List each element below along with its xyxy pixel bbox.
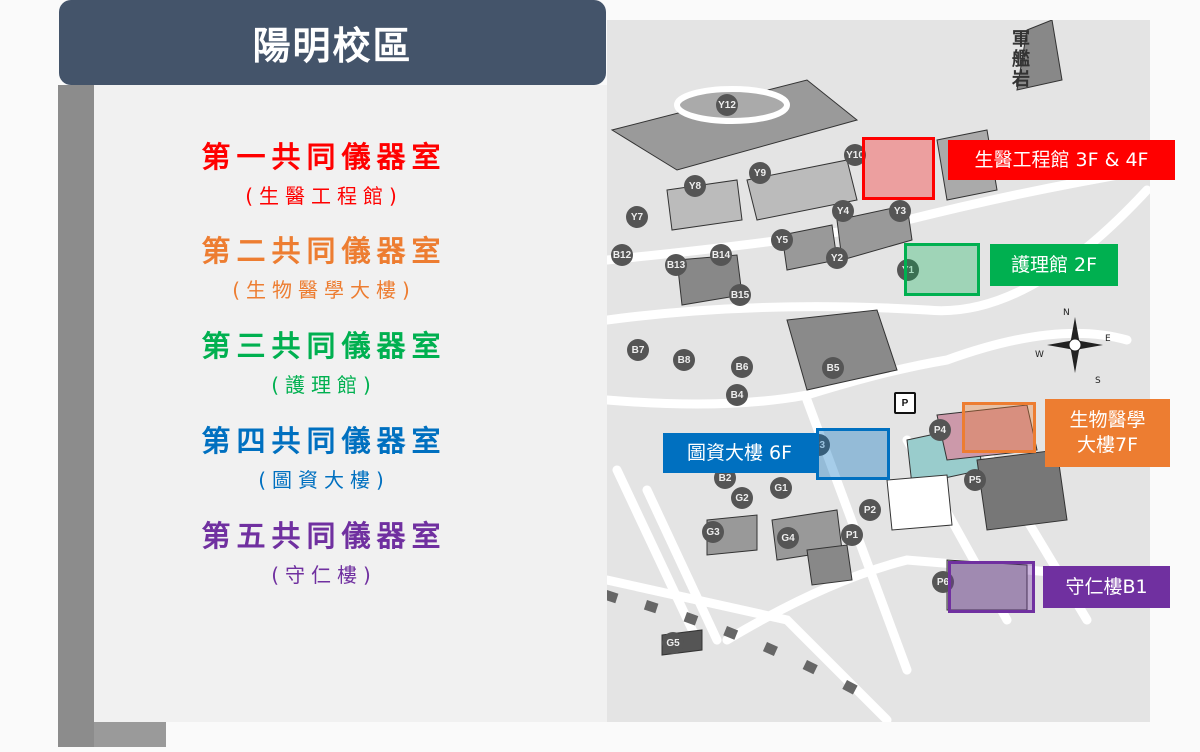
lab-title: 第一共同儀器室 (201, 140, 447, 174)
building-marker-g1: G1 (770, 477, 792, 499)
lab-title: 第四共同儀器室 (201, 424, 447, 458)
lab-title: 第三共同儀器室 (201, 329, 447, 363)
lab-building: (生物醫學大樓) (232, 278, 416, 302)
building-marker-b5: B5 (822, 357, 844, 379)
rail-track (607, 590, 858, 695)
lab-item-2: 第二共同儀器室 (生物醫學大樓) (94, 228, 554, 303)
lab-title: 第五共同儀器室 (201, 519, 447, 553)
building-marker-y2: Y2 (826, 247, 848, 269)
lab-building: (圖資大樓) (258, 468, 390, 492)
highlight-box-biomed[interactable] (962, 402, 1036, 453)
lab-building: (守仁樓) (271, 563, 377, 587)
highlight-label-biomed[interactable]: 生物醫學大樓7F (1045, 399, 1170, 467)
campus-title: 陽明校區 (59, 0, 606, 85)
highlight-box-bme[interactable] (862, 137, 935, 200)
compass-icon: N E S W (1035, 308, 1111, 386)
building-marker-y7: Y7 (626, 206, 648, 228)
building-marker-y12: Y12 (716, 94, 738, 116)
panel-shadow (94, 722, 166, 747)
lab-building: (護理館) (271, 373, 377, 397)
lab-item-5: 第五共同儀器室 (守仁樓) (94, 513, 554, 588)
building-marker-g5: G5 (662, 632, 684, 654)
map-drawing: N E S W (607, 20, 1150, 722)
compass-w: W (1035, 350, 1044, 360)
highlight-box-library[interactable] (816, 428, 890, 480)
building-marker-y3: Y3 (889, 200, 911, 222)
highlight-label-shouren[interactable]: 守仁樓B1 (1043, 566, 1170, 608)
compass-s: S (1095, 376, 1101, 386)
building-marker-p1: P1 (841, 524, 863, 546)
lab-item-3: 第三共同儀器室 (護理館) (94, 323, 554, 398)
compass-e: E (1105, 334, 1111, 344)
highlight-label-bme[interactable]: 生醫工程館 3F & 4F (948, 140, 1175, 180)
building-marker-g2: G2 (731, 487, 753, 509)
panel-shadow (58, 85, 94, 747)
highlight-box-shouren[interactable] (948, 561, 1035, 613)
lab-building: (生醫工程館) (245, 184, 403, 208)
highlight-label-nursing[interactable]: 護理館 2F (990, 244, 1118, 286)
building-marker-b15: B15 (729, 284, 751, 306)
building-marker-y8: Y8 (684, 175, 706, 197)
campus-map: N E S W (607, 20, 1150, 722)
building-marker-y4: Y4 (832, 200, 854, 222)
landmark-label: 軍艦岩 (1012, 29, 1030, 90)
building-marker-y5: Y5 (771, 229, 793, 251)
building-marker-p4: P4 (929, 419, 951, 441)
building-marker-b14: B14 (710, 244, 732, 266)
building-marker-p: P (894, 392, 916, 414)
building-marker-b12: B12 (611, 244, 633, 266)
building-marker-y10: Y10 (844, 144, 866, 166)
lab-item-1: 第一共同儀器室 (生醫工程館) (94, 134, 554, 209)
building-marker-b13: B13 (665, 254, 687, 276)
lab-title: 第二共同儀器室 (201, 234, 447, 268)
building-marker-b7: B7 (627, 339, 649, 361)
highlight-box-nursing[interactable] (904, 243, 980, 296)
buildings (610, 20, 1068, 656)
building-marker-b8: B8 (673, 349, 695, 371)
building-marker-y1: Y1 (897, 259, 919, 281)
highlight-label-library[interactable]: 圖資大樓 6F (663, 433, 816, 473)
building-marker-g4: G4 (777, 527, 799, 549)
building-marker-y9: Y9 (749, 162, 771, 184)
lab-list-panel (94, 85, 607, 722)
compass-n: N (1063, 308, 1070, 318)
building-marker-b6: B6 (731, 356, 753, 378)
building-marker-p2: P2 (859, 499, 881, 521)
building-marker-p5: P5 (964, 469, 986, 491)
building-marker-b4: B4 (726, 384, 748, 406)
building-marker-g3: G3 (702, 521, 724, 543)
lab-item-4: 第四共同儀器室 (圖資大樓) (94, 418, 554, 493)
